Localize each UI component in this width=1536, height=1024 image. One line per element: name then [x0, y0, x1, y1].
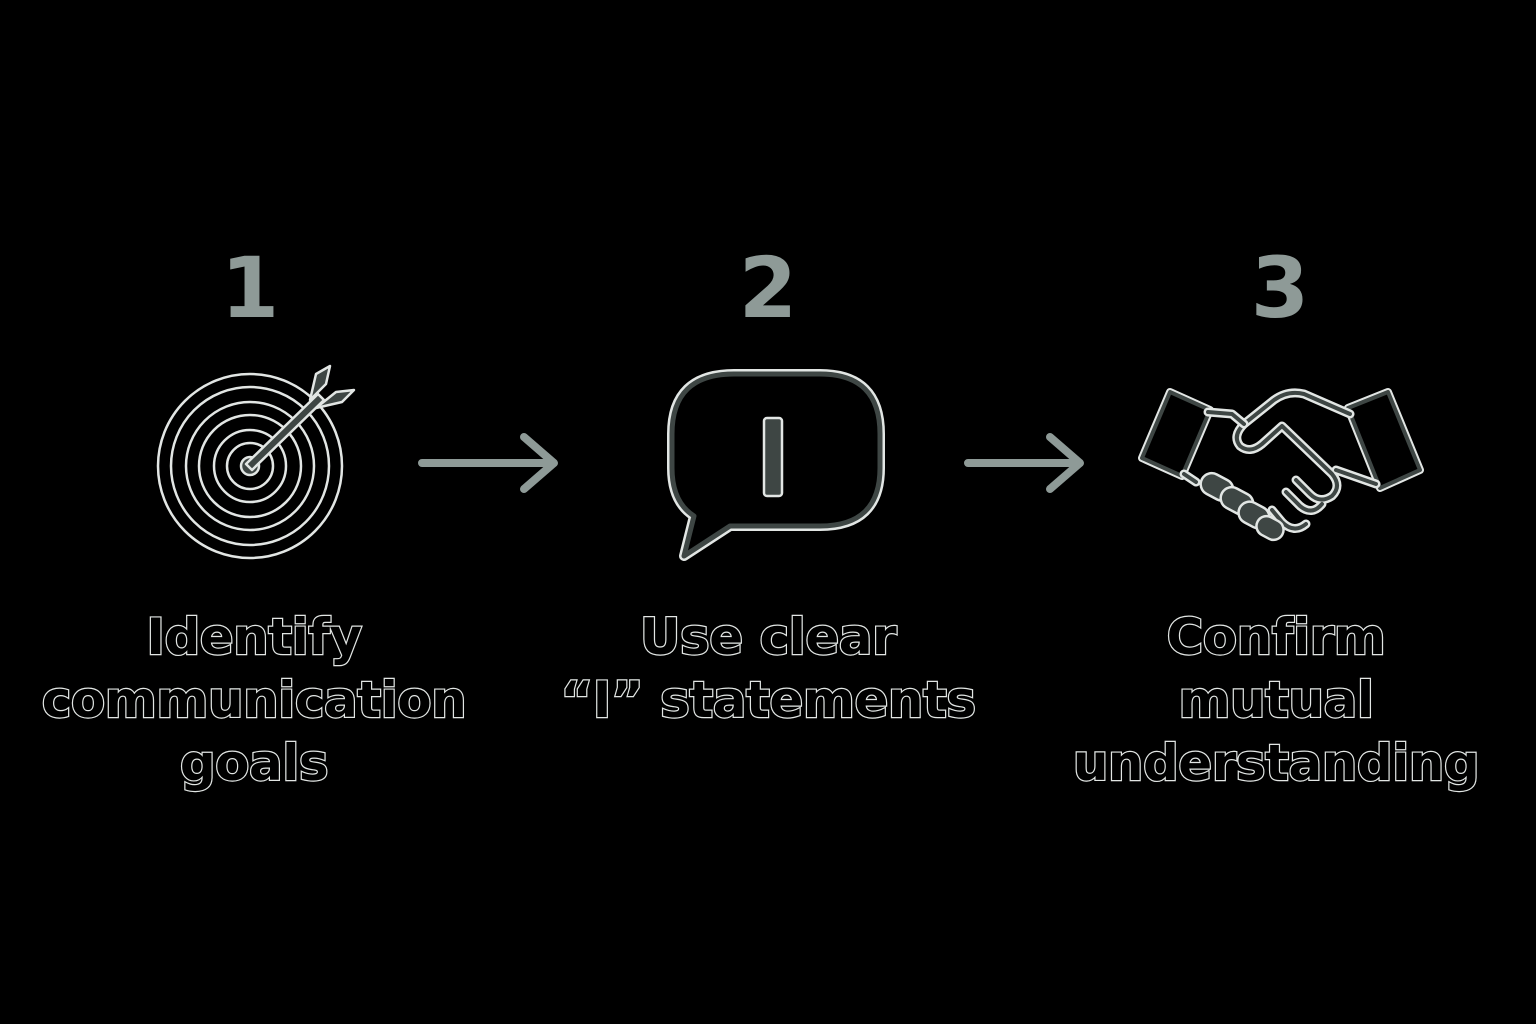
step-3-number: 3: [1250, 239, 1310, 337]
step-1-label-line-1: Identify: [145, 607, 363, 667]
speech-bubble-i-icon: [667, 369, 885, 561]
right-arrow-icon: [418, 433, 558, 493]
handshake-icon: [1138, 388, 1424, 542]
step-2-label-line-2: “I” statements: [559, 670, 977, 730]
step-1-number: 1: [220, 239, 280, 337]
step-3-label-line-2: mutual: [1177, 670, 1375, 730]
step-1-label-line-2: communication: [41, 670, 468, 730]
step-3-label: Confirm mutual understanding: [1056, 606, 1496, 795]
step-1-label-line-3: goals: [179, 733, 330, 793]
step-2-label-line-1: Use clear: [639, 607, 898, 667]
step-3-label-line-1: Confirm: [1165, 607, 1387, 667]
step-2-label: Use clear “I” statements: [548, 606, 988, 732]
right-arrow-icon: [964, 433, 1084, 493]
step-2-number: 2: [738, 239, 798, 337]
step-1-label: Identify communication goals: [34, 606, 474, 795]
step-3-label-line-3: understanding: [1072, 733, 1481, 793]
target-with-arrow-icon: [156, 364, 356, 560]
